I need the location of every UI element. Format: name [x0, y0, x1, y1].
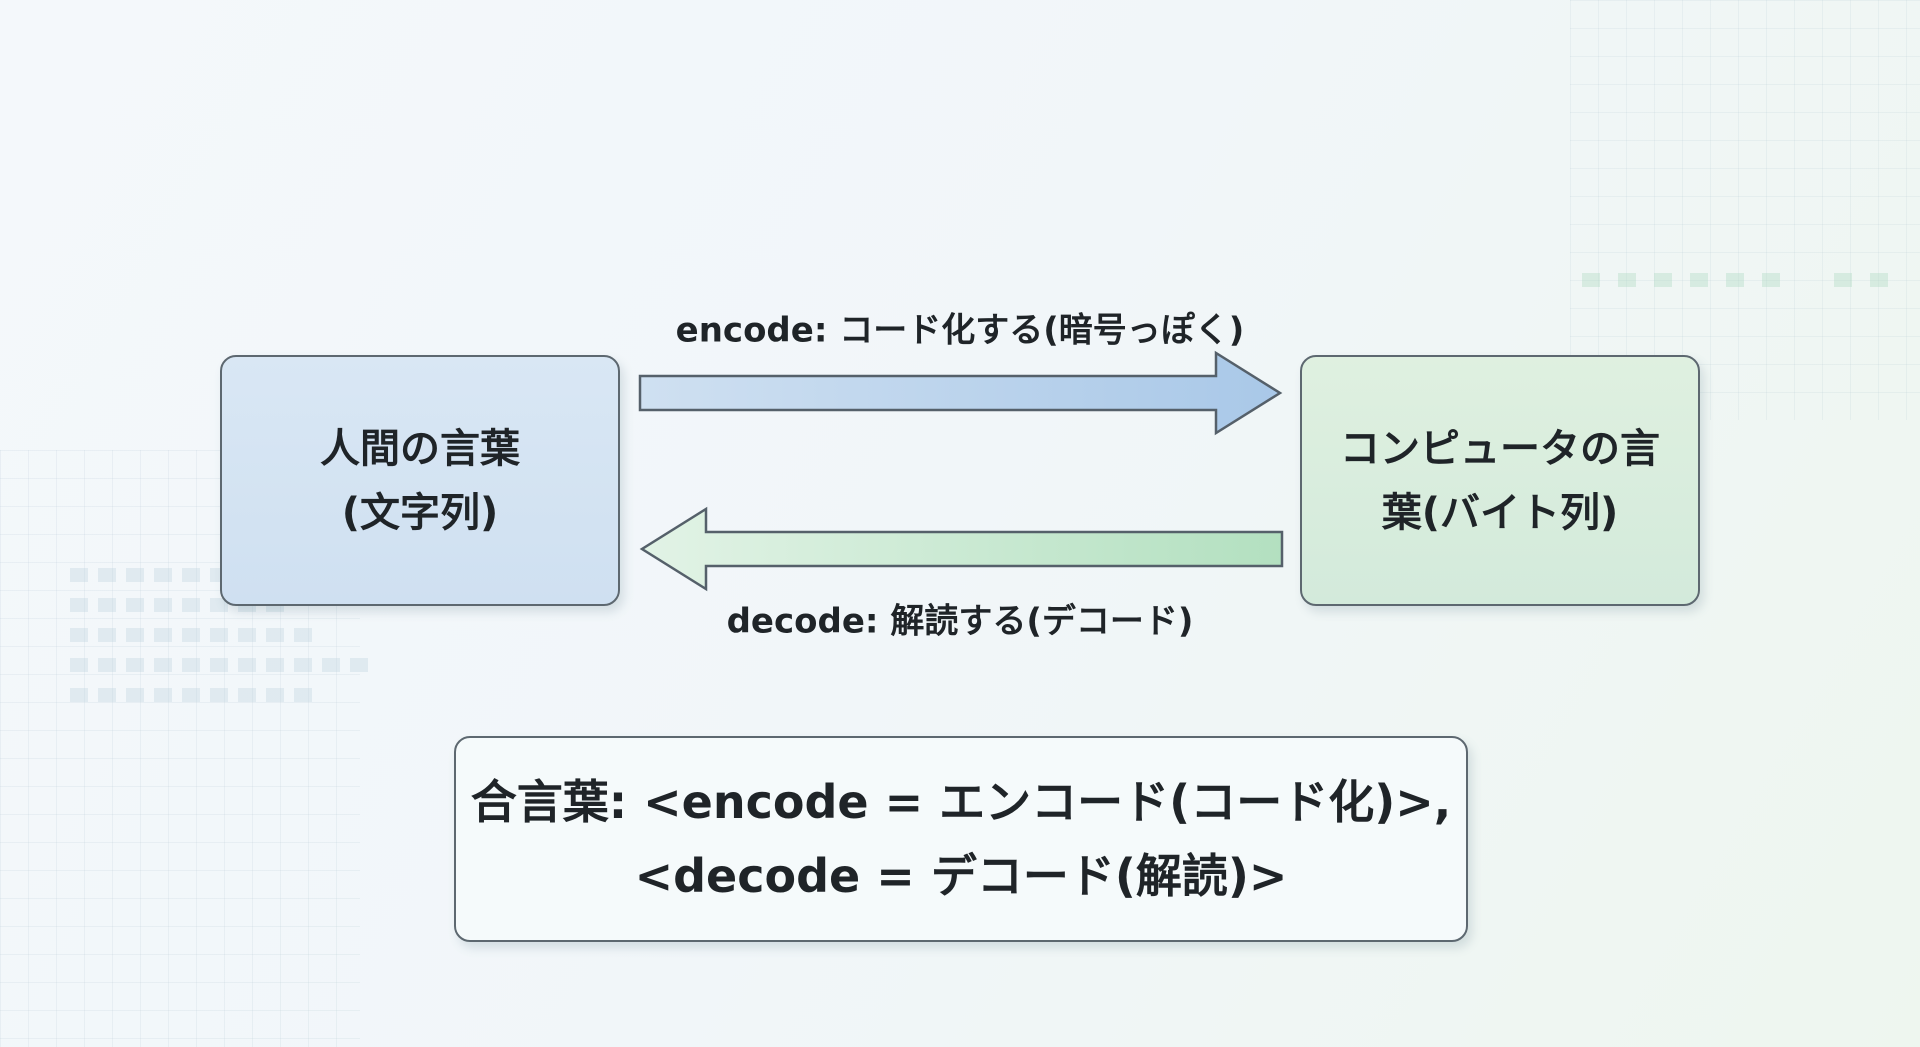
background-dots [70, 568, 368, 702]
passphrase-note-box: 合言葉: <encode = エンコード(コード化)>, <decode = デ… [454, 736, 1468, 942]
note-line-decode: <decode = デコード(解読)> [634, 849, 1288, 903]
decode-arrow-icon [639, 506, 1284, 592]
human-language-box: 人間の言葉 (文字列) [220, 355, 620, 606]
computer-language-subtitle: 葉(バイト列) [1381, 489, 1619, 536]
background-grid [1570, 0, 1920, 420]
note-line-encode: 合言葉: <encode = エンコード(コード化)>, [470, 775, 1452, 829]
computer-language-title: コンピュータの言 [1340, 425, 1660, 472]
background-dots [1582, 273, 1888, 287]
computer-language-box: コンピュータの言 葉(バイト列) [1300, 355, 1700, 606]
encode-label: encode: コード化する(暗号っぽく) [675, 310, 1245, 351]
encode-arrow-icon [638, 350, 1283, 436]
human-language-title: 人間の言葉 [320, 425, 520, 472]
decode-label: decode: 解読する(デコード) [726, 601, 1194, 642]
human-language-subtitle: (文字列) [341, 489, 499, 536]
